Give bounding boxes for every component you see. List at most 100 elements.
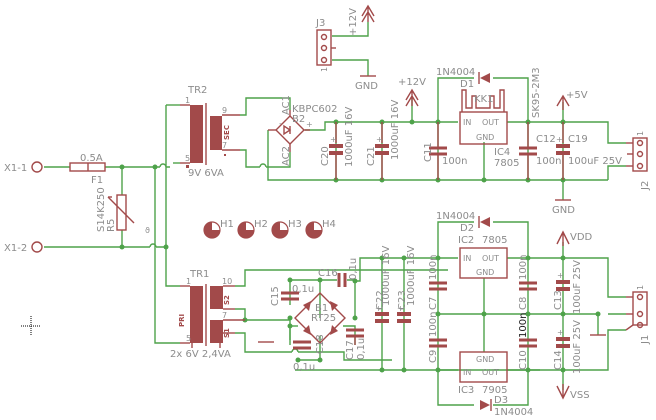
- pin-label: 1: [636, 285, 645, 290]
- j2-name: J2: [640, 181, 651, 191]
- mounting-hole-h2: H2: [237, 219, 268, 239]
- transformer-tr2[interactable]: PRI SEC 1 5 9 7 TR2 9V 6VA: [180, 85, 240, 179]
- regulator-ic2[interactable]: IN OUT GND IC2 7805: [458, 235, 508, 279]
- c13-name: C13: [553, 290, 564, 310]
- ic4-value: 7805: [494, 158, 519, 169]
- capacitor-c13[interactable]: + C13 100uF 25V: [553, 260, 583, 314]
- c12-value: 100n: [536, 156, 561, 167]
- tr1-s1-label: S1: [223, 328, 231, 338]
- pin-label: 9: [222, 106, 227, 115]
- capacitor-c9[interactable]: C9 100n: [428, 312, 447, 363]
- gnd-label: GND: [552, 205, 575, 216]
- b1-name: B1: [315, 303, 328, 314]
- capacitor-c7[interactable]: C7 100n: [428, 255, 447, 310]
- polarity-plus: +: [557, 328, 564, 337]
- bridge-rectifier-b2[interactable]: - + AC1 AC2 KBPC602 B2: [268, 95, 338, 166]
- supply-label: VDD: [570, 232, 593, 243]
- polarity-plus: +: [556, 135, 563, 144]
- pin-gnd: GND: [476, 355, 494, 364]
- mounting-hole-h1: H1: [203, 219, 234, 239]
- tr2-name: TR2: [187, 85, 207, 96]
- polarity-plus: +: [375, 304, 382, 313]
- c12-name: C12: [536, 134, 556, 145]
- diode-d3[interactable]: D3 1N4004: [480, 395, 533, 418]
- supply-vss: VSS: [556, 384, 590, 401]
- supply-label: +12V: [398, 77, 426, 88]
- capacitor-c16[interactable]: C16 0,1u: [318, 258, 359, 287]
- kk1-name: KK1: [474, 94, 493, 105]
- b2-minus: -: [279, 119, 282, 128]
- transformer-tr1[interactable]: PRI S2 S1 1 5 10 7 TR1 2x 6V 2,4VA: [170, 269, 245, 360]
- c9-value: 100n: [428, 312, 439, 337]
- capacitor-c22[interactable]: + C22 1000uF 16V: [375, 246, 392, 323]
- pin-out: OUT: [482, 368, 499, 377]
- hole-label: H4: [322, 219, 336, 230]
- pin-gnd: GND: [476, 268, 494, 277]
- d3-value: 1N4004: [494, 407, 533, 418]
- j3-name: J3: [315, 18, 325, 29]
- capacitor-c15[interactable]: C15 0,1u: [270, 284, 314, 306]
- capacitor-c18[interactable]: C18 0,1u: [293, 334, 326, 373]
- tr2-sec-label: SEC: [223, 125, 231, 140]
- pin-label: 7: [222, 141, 227, 150]
- c7-name: C7: [428, 297, 439, 310]
- d1-name: D1: [460, 79, 474, 90]
- diode-d2[interactable]: 1N4004 D2: [436, 211, 490, 234]
- diode-d1[interactable]: 1N4004 D1: [436, 67, 490, 90]
- capacitor-c11[interactable]: C11 100n: [423, 122, 467, 180]
- supply-label: VSS: [570, 390, 590, 401]
- polarity-plus: +: [557, 271, 564, 280]
- capacitor-c14[interactable]: + C14 100uF 25V: [553, 320, 583, 374]
- d2-value: 1N4004: [436, 211, 475, 222]
- regulator-ic4[interactable]: IN OUT GND IC4 7805: [459, 111, 519, 169]
- c22-value: 1000uF 16V: [381, 246, 392, 306]
- regulator-ic3[interactable]: GND IN OUT IC3 7905: [458, 351, 508, 396]
- kk1-value: SK95-2M3: [531, 67, 542, 118]
- varistor-r5[interactable]: ϑ S14K250 R5: [96, 187, 150, 235]
- terminal-label: X1-1: [4, 163, 27, 174]
- terminal-x1-1[interactable]: X1-1: [4, 161, 43, 174]
- bridge-rectifier-b1[interactable]: B1 RT25: [294, 292, 346, 344]
- c17-name: C17: [345, 340, 356, 360]
- capacitor-c19[interactable]: + C19 100uF 25V: [556, 122, 622, 180]
- hole-label: H3: [288, 219, 302, 230]
- supply-plus12v-j3: +12V: [348, 4, 375, 36]
- fuse-f1[interactable]: 0.5A F1: [69, 153, 106, 186]
- pin-in: IN: [463, 254, 471, 263]
- capacitor-c17[interactable]: C17 0,1u: [345, 328, 367, 360]
- b2-ac1: AC1: [281, 95, 292, 115]
- supply-plus12v: +12V: [398, 77, 426, 107]
- capacitor-c20[interactable]: + C20 1000uF 16V: [320, 107, 355, 180]
- capacitor-c23[interactable]: + C23 1000uF 16V: [397, 246, 417, 323]
- connector-j2[interactable]: J2 1: [626, 131, 651, 191]
- c15-value: 0,1u: [292, 284, 314, 295]
- terminal-x1-2[interactable]: X1-2: [4, 241, 43, 254]
- ic2-name: IC2: [458, 235, 474, 246]
- j1-name: J1: [640, 335, 651, 345]
- capacitor-c12[interactable]: C12 100n: [519, 122, 561, 180]
- c18-name: C18: [315, 334, 326, 354]
- junctions: [119, 119, 601, 373]
- capacitor-c10[interactable]: C10 100n: [518, 313, 537, 370]
- connector-j3[interactable]: J3 1: [315, 18, 336, 72]
- pin-in: IN: [463, 368, 471, 377]
- polarity-plus: +: [397, 304, 404, 313]
- pin-label: 1: [185, 96, 190, 105]
- c10-value: 100n: [518, 313, 529, 338]
- capacitor-c8[interactable]: C8 100n: [518, 255, 537, 310]
- polarity-plus: +: [330, 135, 337, 144]
- ground-symbol: GND: [355, 75, 378, 92]
- c21-value: 1000uF 16V: [390, 100, 401, 160]
- c18-value: 0,1u: [293, 362, 315, 373]
- pin-label: 7: [222, 311, 227, 320]
- pin-out: OUT: [482, 118, 499, 127]
- crosshair-cursor-icon: [21, 316, 41, 336]
- capacitor-c21[interactable]: + C21 1000uF 16V: [366, 100, 401, 180]
- connector-j1[interactable]: J1 1: [625, 285, 651, 345]
- c16-value: 0,1u: [348, 258, 359, 280]
- varistor-temp-icon: ϑ: [145, 226, 150, 235]
- ic2-value: 7805: [482, 235, 507, 246]
- c14-name: C14: [553, 350, 564, 370]
- heatsink-kk1: KK1 SK95-2M3: [461, 67, 542, 118]
